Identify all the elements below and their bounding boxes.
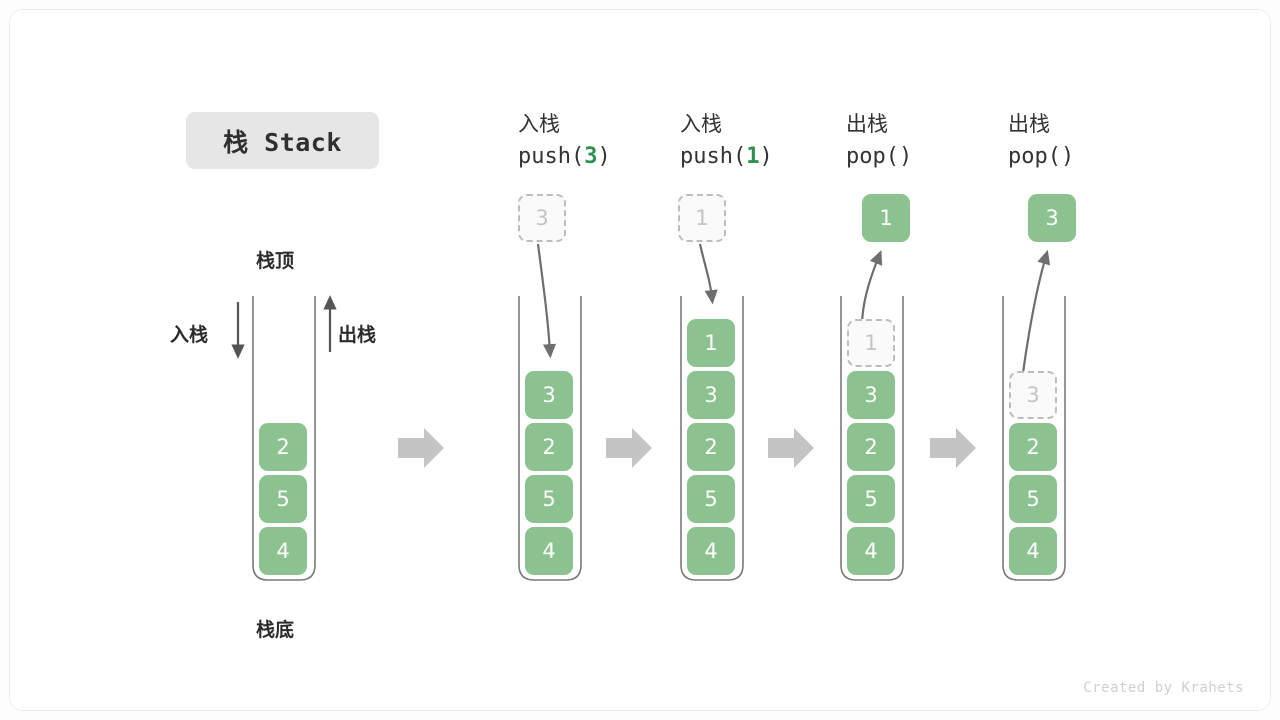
stack-cell: 4 — [525, 527, 573, 575]
stack-cell: 2 — [525, 423, 573, 471]
stack-cell: 3 — [687, 371, 735, 419]
stack-bottom-label: 栈底 — [256, 619, 295, 641]
op-title-push-3: 入栈 — [518, 112, 560, 136]
diagram-title-chip: 栈 Stack — [186, 112, 379, 169]
stack-cell: 2 — [847, 423, 895, 471]
op-code-prefix: pop( — [846, 144, 899, 169]
op-code-prefix: push( — [518, 144, 585, 169]
credit-text: Created by Krahets — [1083, 680, 1244, 696]
floating-ghost-cell: 1 — [678, 194, 726, 242]
stack-cell: 3 — [525, 371, 573, 419]
stack-cell-ghost: 3 — [1009, 371, 1057, 419]
stack-cell: 5 — [847, 475, 895, 523]
stack-cell: 2 — [1009, 423, 1057, 471]
op-code-prefix: pop( — [1008, 144, 1061, 169]
op-code-suffix: ) — [1060, 144, 1075, 169]
pop-direction-label: 出栈 — [338, 324, 377, 346]
op-code-push-3: push(3) — [518, 144, 678, 169]
op-code-pop-1: pop() — [846, 144, 1006, 169]
stack-top-label: 栈顶 — [256, 250, 295, 272]
stack-cell: 5 — [687, 475, 735, 523]
op-code-prefix: push( — [680, 144, 747, 169]
op-title-push-1: 入栈 — [680, 112, 722, 136]
op-title-pop-3: 出栈 — [1008, 112, 1050, 136]
op-code-arg: 1 — [746, 144, 760, 169]
stack-cell: 4 — [1009, 527, 1057, 575]
stack-cell: 3 — [847, 371, 895, 419]
op-code-arg: 3 — [584, 144, 598, 169]
popped-cell: 3 — [1028, 194, 1076, 242]
stack-cell: 4 — [259, 527, 307, 575]
op-code-suffix: ) — [597, 144, 611, 169]
floating-ghost-cell: 3 — [518, 194, 566, 242]
op-code-suffix: ) — [759, 144, 773, 169]
stack-cell: 2 — [259, 423, 307, 471]
stack-cell: 2 — [687, 423, 735, 471]
op-title-pop-1: 出栈 — [846, 112, 888, 136]
stack-cell: 5 — [259, 475, 307, 523]
op-code-push-1: push(1) — [680, 144, 840, 169]
op-code-suffix: ) — [898, 144, 913, 169]
push-direction-label: 入栈 — [170, 324, 209, 346]
stack-cell: 5 — [1009, 475, 1057, 523]
op-code-pop-3: pop() — [1008, 144, 1168, 169]
popped-cell: 1 — [862, 194, 910, 242]
stack-cell: 4 — [847, 527, 895, 575]
stack-cell-ghost: 1 — [847, 319, 895, 367]
stack-cell: 5 — [525, 475, 573, 523]
stack-cell: 4 — [687, 527, 735, 575]
stack-cell: 1 — [687, 319, 735, 367]
